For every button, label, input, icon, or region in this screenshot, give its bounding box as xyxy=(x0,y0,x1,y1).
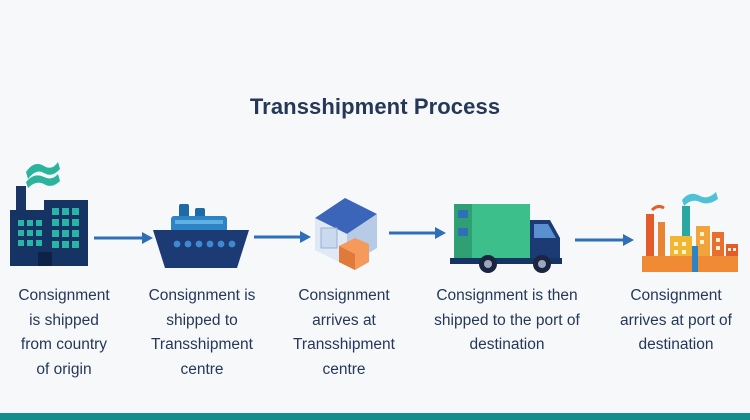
industrial-city-icon xyxy=(642,192,738,272)
ship-icon xyxy=(153,204,249,268)
truck-icon xyxy=(450,204,562,273)
warehouse-icon xyxy=(315,198,377,270)
arrow-icon xyxy=(254,231,311,243)
step-label: Consignment is then shipped to the port … xyxy=(434,287,580,353)
arrow-icon xyxy=(389,227,446,239)
step-label: Consignment is shipped from country of o… xyxy=(18,287,110,378)
arrow-icon xyxy=(575,234,634,246)
bottom-accent-bar xyxy=(0,413,750,420)
step-label: Consignment arrives at port of destinati… xyxy=(620,287,732,353)
step-label: Consignment arrives at Transshipment cen… xyxy=(293,287,395,378)
diagram-title: Transshipment Process xyxy=(249,94,501,119)
factory-icon xyxy=(10,162,88,266)
arrow-icon xyxy=(94,232,153,244)
step-label: Consignment is shipped to Transshipment … xyxy=(148,287,256,378)
